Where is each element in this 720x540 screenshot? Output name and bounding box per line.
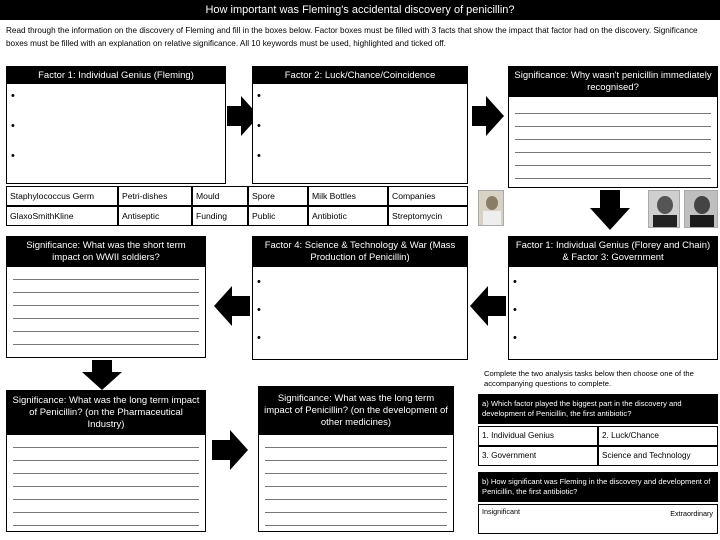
keyword-cell[interactable]: Public (248, 206, 308, 226)
sig-short-term-title: Significance: What was the short term im… (7, 237, 205, 267)
answer-line (13, 447, 199, 448)
answer-line (13, 525, 199, 526)
bullet: • (11, 120, 15, 132)
answer-line (265, 499, 447, 500)
keyword-cell[interactable]: GlaxoSmithKline (6, 206, 118, 226)
factor1-3-title: Factor 1: Individual Genius (Florey and … (509, 237, 717, 267)
keyword-cell[interactable]: Staphylococcus Germ (6, 186, 118, 206)
sig-short-term-box: Significance: What was the short term im… (6, 236, 206, 358)
answer-line (265, 473, 447, 474)
answer-line (13, 318, 199, 319)
factor1-title: Factor 1: Individual Genius (Fleming) (7, 67, 225, 84)
option-individual-genius[interactable]: 1. Individual Genius (478, 426, 598, 446)
answer-line (265, 486, 447, 487)
factor2-box: Factor 2: Luck/Chance/Coincidence • • • (252, 66, 468, 184)
sig-long-pharma-box: Significance: What was the long term imp… (6, 390, 206, 532)
keyword-cell[interactable]: Petri-dishes (118, 186, 192, 206)
bullet: • (257, 276, 261, 288)
bullet: • (257, 90, 261, 102)
answer-line (13, 279, 199, 280)
answer-line (515, 152, 711, 153)
keyword-cell[interactable]: Spore (248, 186, 308, 206)
bullet: • (513, 304, 517, 316)
bullet: • (257, 150, 261, 162)
arrow-left-icon (470, 286, 506, 326)
sig-long-pharma-input[interactable] (11, 439, 201, 529)
arrow-right-icon (212, 430, 248, 470)
sig-not-recognised-box: Significance: Why wasn't penicillin imme… (508, 66, 718, 188)
answer-line (515, 113, 711, 114)
analysis-task-a: a) Which factor played the biggest part … (478, 394, 718, 424)
bullet: • (513, 276, 517, 288)
arrow-left-icon (214, 286, 250, 326)
sig-short-term-input[interactable] (11, 271, 201, 355)
sig-not-recognised-title: Significance: Why wasn't penicillin imme… (509, 67, 717, 97)
sig-not-recognised-input[interactable] (513, 101, 713, 185)
answer-line (265, 460, 447, 461)
factor1-3-input-area[interactable] (523, 271, 713, 355)
instructions: Read through the information on the disc… (6, 26, 698, 48)
scientist-photo-florey (648, 190, 680, 228)
answer-line (13, 499, 199, 500)
option-government[interactable]: 3. Government (478, 446, 598, 466)
answer-line (13, 460, 199, 461)
sig-long-medicines-title: Significance: What was the long term imp… (259, 387, 453, 435)
analysis-intro: Complete the two analysis tasks below th… (484, 369, 694, 388)
answer-line (13, 292, 199, 293)
scale-left-label: Insignificant (482, 507, 520, 516)
page-banner: How important was Fleming's accidental d… (0, 0, 720, 20)
bullet: • (257, 332, 261, 344)
bullet: • (257, 304, 261, 316)
scale-right-label: Extraordinary (670, 509, 713, 518)
factor4-title: Factor 4: Science & Technology & War (Ma… (253, 237, 467, 267)
scientist-photo-chain (684, 190, 718, 228)
answer-line (515, 178, 711, 179)
bullet: • (11, 90, 15, 102)
sig-long-pharma-title: Significance: What was the long term imp… (7, 391, 205, 435)
answer-line (13, 486, 199, 487)
factor1-3-box: Factor 1: Individual Genius (Florey and … (508, 236, 718, 360)
factor4-input-area[interactable] (267, 271, 463, 355)
bullet: • (257, 120, 261, 132)
keyword-cell[interactable]: Mould (192, 186, 248, 206)
factor1-input-area[interactable] (21, 87, 221, 179)
keyword-cell[interactable]: Milk Bottles (308, 186, 388, 206)
analysis-task-b: b) How significant was Fleming in the di… (478, 472, 718, 502)
arrow-down-icon (590, 190, 630, 230)
factor4-box: Factor 4: Science & Technology & War (Ma… (252, 236, 468, 360)
answer-line (13, 512, 199, 513)
answer-line (13, 305, 199, 306)
keyword-cell[interactable]: Antibiotic (308, 206, 388, 226)
scientist-photo-fleming (478, 190, 504, 226)
option-science-technology[interactable]: Science and Technology (598, 446, 718, 466)
option-luck-chance[interactable]: 2. Luck/Chance (598, 426, 718, 446)
keyword-cell[interactable]: Companies (388, 186, 468, 206)
sig-long-medicines-box: Significance: What was the long term imp… (258, 386, 454, 532)
answer-line (265, 525, 447, 526)
arrow-down-icon (82, 360, 122, 390)
arrow-right-icon (472, 96, 504, 136)
answer-line (515, 139, 711, 140)
significance-scale[interactable]: Insignificant Extraordinary (478, 504, 718, 534)
answer-line (13, 344, 199, 345)
keyword-cell[interactable]: Funding (192, 206, 248, 226)
factor1-box: Factor 1: Individual Genius (Fleming) • … (6, 66, 226, 184)
arrow-right-icon (227, 96, 259, 136)
factor2-input-area[interactable] (267, 87, 463, 179)
keyword-cell[interactable]: Streptomycin (388, 206, 468, 226)
bullet: • (513, 332, 517, 344)
answer-line (265, 447, 447, 448)
answer-line (515, 165, 711, 166)
answer-line (515, 126, 711, 127)
answer-line (13, 331, 199, 332)
factor2-title: Factor 2: Luck/Chance/Coincidence (253, 67, 467, 84)
answer-line (13, 473, 199, 474)
bullet: • (11, 150, 15, 162)
keyword-cell[interactable]: Antiseptic (118, 206, 192, 226)
sig-long-medicines-input[interactable] (263, 439, 449, 529)
answer-line (265, 512, 447, 513)
